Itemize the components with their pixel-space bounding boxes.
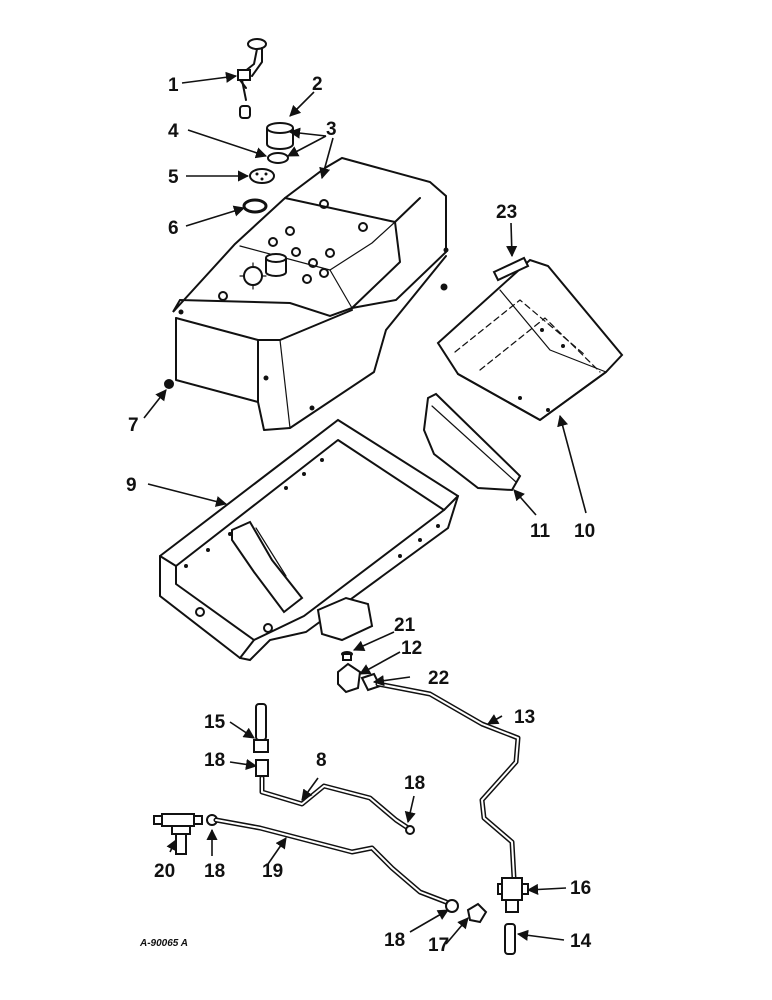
fitting-17 [466,902,488,924]
callout-7: 7 [128,415,139,436]
fuel-gauge-sender [237,38,267,119]
callout-18-d: 18 [384,930,405,951]
callout-17: 17 [428,935,449,956]
callout-12: 12 [401,638,422,659]
tank-support-frame [159,418,460,662]
callout-20: 20 [154,861,175,882]
sender-gasket [249,168,275,184]
callout-18-c: 18 [204,861,225,882]
callout-4: 4 [168,121,179,142]
callout-15: 15 [204,712,226,733]
callout-11: 11 [530,521,551,542]
callout-18-a: 18 [204,750,225,771]
callout-23: 23 [496,202,517,223]
callout-1: 1 [168,75,179,96]
callout-21: 21 [394,615,416,636]
filler-cap [266,122,294,150]
callout-13: 13 [514,707,535,728]
fuel-line-19 [206,814,459,913]
plug-21 [341,651,353,661]
callout-22: 22 [428,668,449,689]
cap-gasket [267,152,289,164]
callout-10: 10 [574,521,595,542]
fuel-tank [172,156,449,431]
callout-19: 19 [262,861,283,882]
callout-9: 9 [126,475,137,496]
filler-ring [242,198,268,214]
tank-shield [436,258,624,422]
callout-6: 6 [168,218,179,239]
sleeve-14 [504,923,516,955]
callout-8: 8 [316,750,327,771]
callout-16: 16 [570,878,591,899]
callout-14: 14 [570,931,592,952]
callout-18-b: 18 [404,773,425,794]
callout-5: 5 [168,167,179,188]
rubber-strip [492,256,530,282]
mount-nut [164,379,174,389]
callout-labels: 1 2 3 4 5 6 23 7 9 11 10 21 12 22 13 15 … [126,74,595,956]
outlet-fitting-12 [337,662,362,694]
callout-2: 2 [312,74,323,95]
lower-shield [422,392,522,492]
shutoff-valve [497,877,529,913]
leader-lines [143,71,587,945]
drawing-number: A-90065 A [139,938,188,949]
tee-fitting-20 [153,813,203,855]
fuel-line-8 [255,759,415,835]
fitting-15 [253,703,269,753]
callout-3: 3 [326,119,337,140]
fuel-line-13 [375,681,521,881]
